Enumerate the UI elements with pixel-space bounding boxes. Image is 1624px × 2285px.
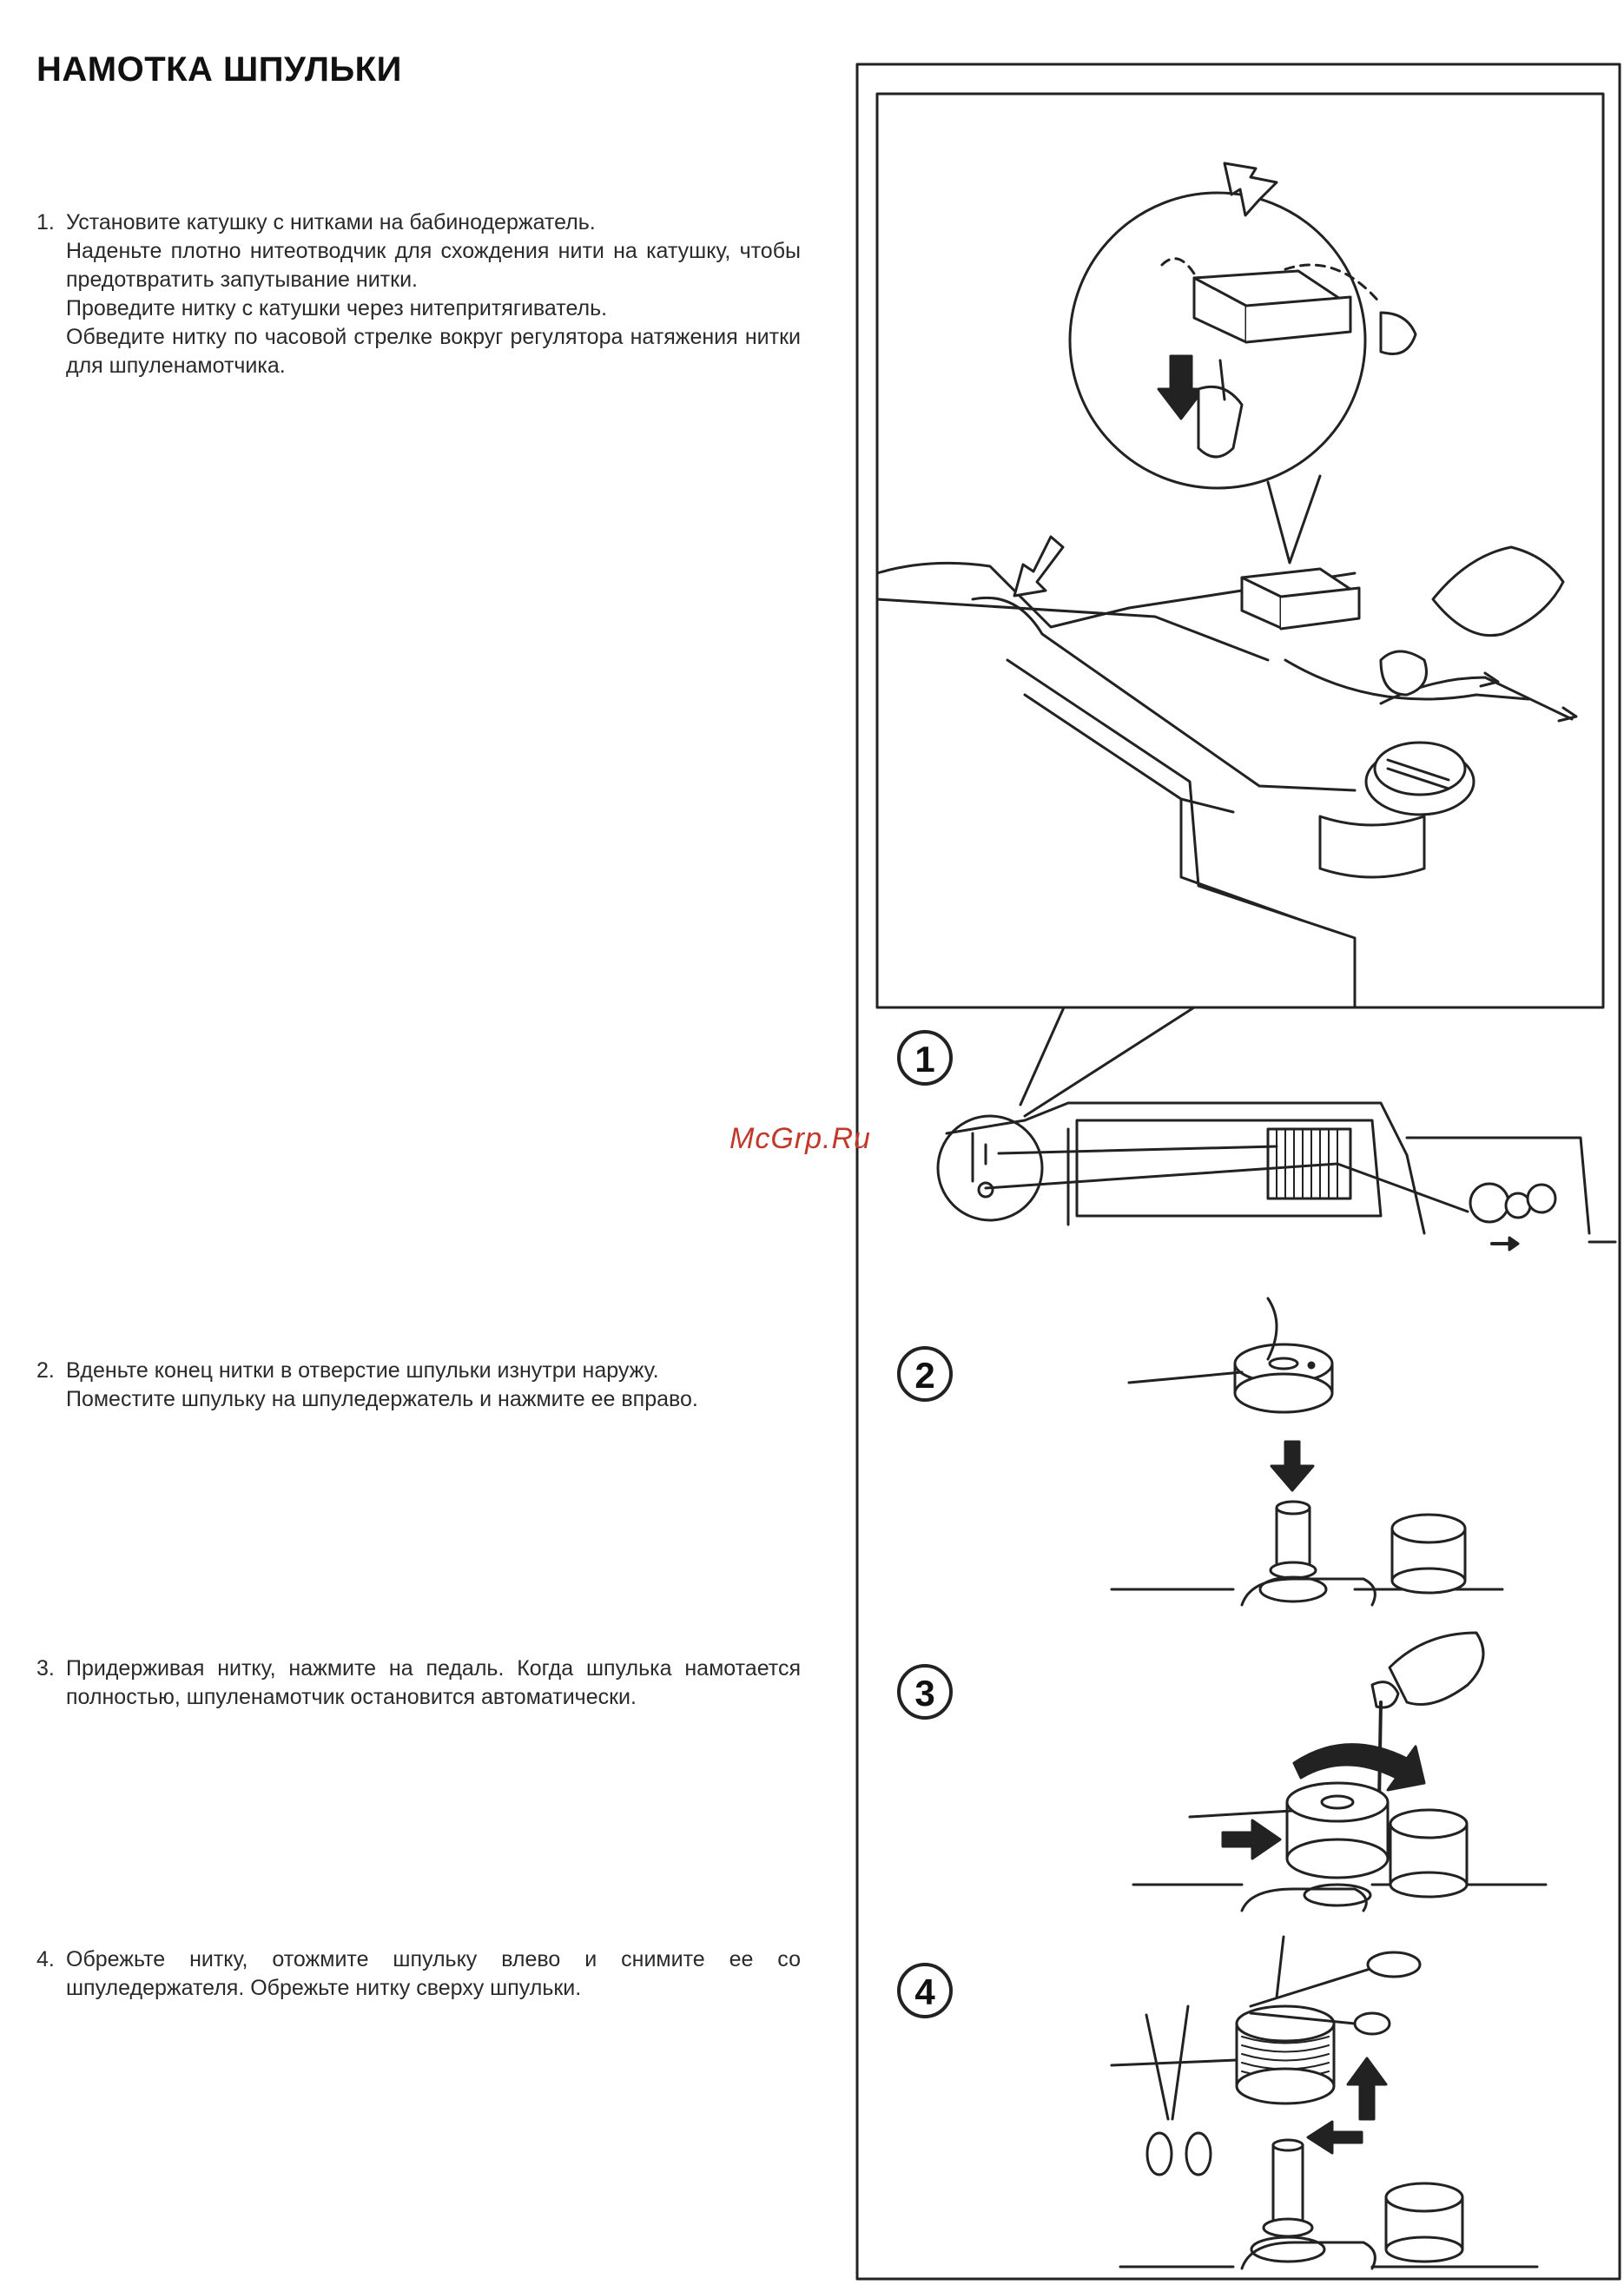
hollow-arrow-icon xyxy=(1013,535,1065,598)
curved-arrow-icon xyxy=(1292,1743,1426,1792)
figure-1-overview: 1 xyxy=(897,1030,1617,1251)
step-4: 4. Обрежьте нитку, отожмите шпульку влев… xyxy=(36,1945,801,2003)
step-text: Вденьте конец нитки в отверстие шпульки … xyxy=(66,1358,698,1411)
thread-path-detail-panel xyxy=(875,92,1605,1118)
step-number: 3. xyxy=(36,1656,55,1681)
step-text: Придерживая нитку, нажмите на педаль. Ко… xyxy=(66,1656,801,1709)
figure-2-place-bobbin: 2 xyxy=(897,1297,1504,1607)
step-text: Обрежьте нитку, отожмите шпульку влево и… xyxy=(66,1947,801,2000)
step-1: 1. Установите катушку с нитками на бабин… xyxy=(36,208,801,380)
step-badge-label: 4 xyxy=(914,1971,935,2012)
figure-4-cut-and-remove: 4 xyxy=(897,1935,1539,2270)
step-badge-1 xyxy=(897,1030,953,1086)
left-arrow-icon xyxy=(1306,2120,1363,2155)
step-text: Установите катушку с нитками на бабиноде… xyxy=(66,210,801,378)
step-badge-3 xyxy=(897,1664,953,1720)
step-badge-label: 2 xyxy=(914,1355,934,1396)
step-number: 4. xyxy=(36,1947,55,1971)
right-arrow-icon xyxy=(1221,1819,1282,1860)
step-number: 1. xyxy=(36,210,55,234)
step-number: 2. xyxy=(36,1358,55,1383)
step-2: 2. Вденьте конец нитки в отверстие шпуль… xyxy=(36,1357,801,1414)
figure-frame xyxy=(855,63,1621,2281)
page-title: НАМОТКА ШПУЛЬКИ xyxy=(36,50,402,89)
step-badge-label: 3 xyxy=(914,1673,934,1714)
step-badge-2 xyxy=(897,1346,953,1402)
down-arrow-icon xyxy=(1270,1440,1315,1492)
down-arrow-icon xyxy=(1157,354,1205,420)
magnifier-circle xyxy=(1068,191,1367,490)
watermark: McGrp.Ru xyxy=(729,1122,871,1155)
step-badge-label: 1 xyxy=(914,1039,934,1080)
step-3: 3. Придерживая нитку, нажмите на педаль.… xyxy=(36,1654,801,1712)
up-arrow-icon xyxy=(1346,2057,1388,2121)
hollow-arrow-icon xyxy=(1223,162,1278,217)
scissors-icon xyxy=(1366,1951,1422,1978)
figure-3-winding: 3 xyxy=(897,1631,1548,1912)
scissors-icon xyxy=(1145,2131,1173,2176)
step-badge-4 xyxy=(897,1963,953,2018)
